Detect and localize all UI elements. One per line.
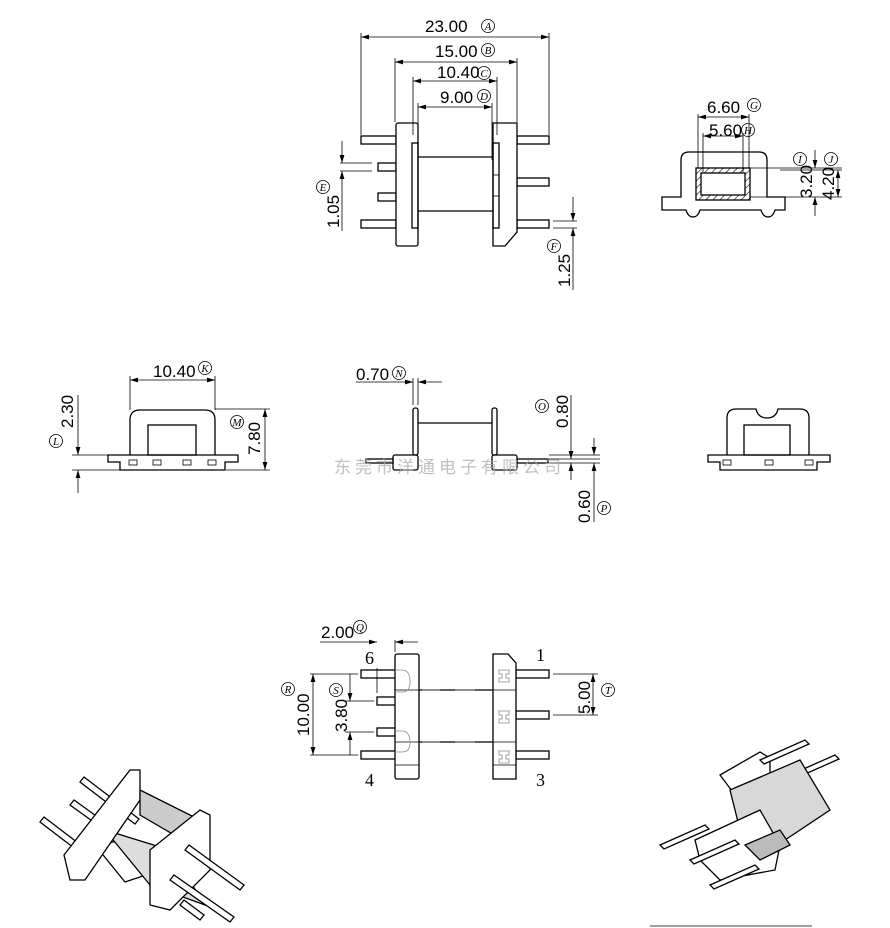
end-view-section: 6.60 G 5.60 H I J 3.20 4.20 — [661, 98, 842, 218]
dim-t-label: T — [605, 685, 612, 697]
dim-o-value: 0.80 — [553, 395, 572, 428]
dim-f-label: F — [550, 241, 558, 253]
dim-j-value: 4.20 — [819, 167, 838, 200]
dim-n-label: N — [394, 368, 403, 380]
dim-d-value: 9.00 — [440, 88, 473, 107]
dim-p-value: 0.60 — [575, 490, 594, 523]
pin-number-1: 1 — [536, 645, 545, 665]
company-watermark: 东莞市洋通电子有限公司 — [334, 458, 565, 478]
dim-b-label: B — [485, 45, 492, 57]
side-view: 10.40 K M 7.80 L 2.30 — [49, 361, 270, 493]
dim-p-label: P — [600, 503, 608, 515]
dim-a-value: 23.00 — [425, 17, 468, 36]
dim-o-label: O — [538, 401, 546, 413]
dim-g-label: G — [750, 100, 758, 112]
dim-a-label: A — [484, 21, 492, 33]
dim-k-value: 10.40 — [153, 362, 196, 381]
top-view: 23.00 A 15.00 B 10.40 C 9.00 D E 1.05 F … — [316, 17, 577, 290]
dim-e-value: 1.05 — [324, 195, 343, 228]
dim-f-value: 1.25 — [555, 254, 574, 287]
pin-number-4: 4 — [365, 770, 374, 790]
dim-m-value: 7.80 — [245, 422, 264, 455]
dim-m-label: M — [231, 417, 242, 429]
isometric-view-left — [39, 769, 245, 923]
dim-l-label: L — [52, 436, 59, 448]
dim-s-label: S — [333, 685, 339, 697]
dim-h-value: 5.60 — [709, 121, 742, 140]
dim-l-value: 2.30 — [58, 395, 77, 428]
dim-r-label: R — [284, 684, 292, 696]
dim-n-value: 0.70 — [356, 365, 389, 384]
dim-g-value: 6.60 — [707, 98, 740, 117]
isometric-view-right — [658, 739, 841, 890]
dim-b-value: 15.00 — [435, 42, 478, 61]
dim-j-label: J — [829, 154, 835, 166]
front-view: 0.70 N O 0.80 P 0.60 — [356, 365, 611, 523]
dim-e-label: E — [319, 182, 327, 194]
dim-s-value: 3.80 — [332, 699, 351, 732]
dim-r-value: 10.00 — [294, 693, 313, 736]
pin-number-6: 6 — [365, 648, 374, 668]
dim-k-label: K — [200, 363, 209, 375]
end-view — [707, 408, 831, 471]
dim-h-label: H — [743, 125, 753, 137]
dim-q-value: 2.00 — [321, 623, 354, 642]
dim-d-label: D — [479, 91, 488, 103]
dim-c-value: 10.40 — [437, 63, 480, 82]
dim-c-label: C — [480, 68, 488, 80]
dim-t-value: 5.00 — [575, 681, 594, 714]
dim-q-label: Q — [356, 622, 364, 634]
pin-number-3: 3 — [536, 770, 545, 790]
dim-i-label: I — [797, 154, 803, 166]
dim-i-value: 3.20 — [797, 165, 816, 198]
bottom-view: 2.00 Q R 10.00 S 3.80 T 5.00 1 3 4 6 — [281, 620, 615, 790]
